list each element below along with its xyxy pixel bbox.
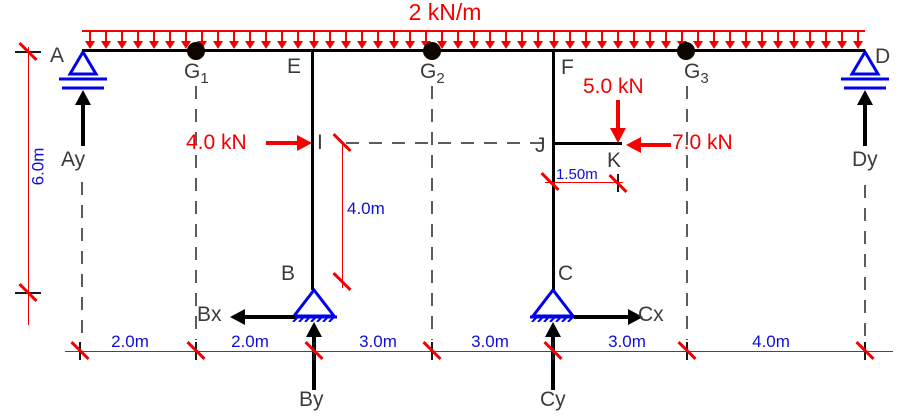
arrow-Cx-head — [628, 309, 643, 325]
pinned-support-C — [529, 288, 577, 322]
force-5kN-shaft — [616, 100, 620, 129]
construction-line-D — [864, 185, 866, 340]
force-4kN-head — [297, 135, 312, 151]
dim-label-span-3: 3.0m — [359, 332, 397, 351]
node-label-I: I — [317, 131, 323, 154]
arrow-Dy-head — [857, 90, 873, 105]
dim-tick — [15, 292, 41, 294]
dim-label-span-4: 3.0m — [471, 332, 509, 351]
arrow-Dy-shaft — [863, 104, 867, 146]
dim-tick — [15, 51, 41, 53]
arrow-Ay-head — [75, 90, 91, 105]
node-label-K: K — [607, 149, 622, 172]
roller-support-D — [841, 49, 889, 90]
node-label-E: E — [287, 55, 302, 78]
hinge-label-G2-base: G — [420, 60, 437, 83]
dim-tick — [195, 342, 197, 360]
hinge-label-G3-sub: 3 — [700, 70, 709, 88]
dim-label-span-6: 4.0m — [752, 332, 790, 351]
column-F-C — [552, 50, 555, 290]
node-label-J: J — [535, 134, 546, 157]
hinge-G3 — [677, 42, 695, 60]
hinge-label-G1-sub: 1 — [200, 70, 209, 88]
hinge-label-G2: G2 — [420, 61, 445, 90]
dim-tick — [552, 342, 554, 360]
dim-tick — [617, 174, 619, 192]
dim-label-J-K: 1.50m — [556, 166, 598, 183]
construction-line-G2 — [431, 86, 433, 340]
force-label-4kN: 4.0 kN — [186, 131, 247, 154]
force-label-7kN: 7.0 kN — [672, 131, 733, 154]
dim-line-I-B — [342, 143, 343, 288]
hinge-label-G3: G3 — [684, 61, 709, 90]
arrow-Cy-head — [545, 322, 561, 337]
pinned-support-B — [290, 288, 338, 322]
dim-tick — [686, 342, 688, 360]
force-4kN-shaft — [266, 141, 297, 145]
force-7kN-shaft — [640, 143, 671, 147]
construction-line-I-J — [346, 142, 544, 144]
dim-tick — [79, 342, 81, 360]
arrow-Ay-shaft — [81, 104, 85, 146]
construction-line-G3 — [686, 86, 688, 340]
dim-label-span-1: 2.0m — [111, 332, 149, 351]
node-label-F: F — [561, 56, 574, 79]
hinge-label-G3-base: G — [684, 60, 701, 83]
member-J-K — [553, 142, 622, 145]
hinge-label-G1-base: G — [184, 60, 201, 83]
hinge-G1 — [187, 42, 205, 60]
reaction-label-By: By — [299, 388, 324, 411]
force-label-5kN: 5.0 kN — [583, 75, 644, 98]
reaction-label-Dy: Dy — [852, 148, 878, 171]
reaction-label-Ay: Ay — [61, 148, 86, 171]
dim-label-span-5: 3.0m — [608, 332, 646, 351]
distributed-load-arrows — [82, 29, 865, 50]
arrow-By-shaft — [312, 336, 316, 390]
arrow-Cx-shaft — [574, 315, 628, 319]
construction-line-A — [81, 182, 83, 340]
force-5kN-head — [610, 128, 626, 143]
reaction-label-Cx: Cx — [638, 303, 664, 326]
node-label-D: D — [875, 45, 891, 68]
reaction-label-Bx: Bx — [197, 303, 222, 326]
hinge-label-G2-sub: 2 — [436, 70, 445, 88]
dim-tick — [864, 342, 866, 360]
load-intensity-label: 2 kN/m — [408, 0, 482, 25]
construction-line-G1 — [195, 86, 197, 340]
roller-support-A — [59, 49, 107, 90]
arrow-Bx-shaft — [243, 315, 295, 319]
node-label-B: B — [281, 262, 296, 285]
dim-label-left-height: 6.0m — [28, 147, 48, 186]
dim-tick — [313, 342, 315, 360]
beam-A-D — [82, 49, 865, 52]
dim-line-bottom — [65, 351, 893, 352]
arrow-Bx-head — [230, 309, 245, 325]
dim-line-J-K — [545, 182, 623, 183]
column-E-B — [311, 50, 314, 290]
dim-line-left-height — [28, 47, 29, 325]
force-7kN-head — [626, 137, 641, 153]
node-label-C: C — [558, 262, 574, 285]
reaction-label-Cy: Cy — [540, 388, 566, 411]
hinge-label-G1: G1 — [184, 61, 209, 90]
dim-label-I-B: 4.0m — [347, 199, 385, 218]
node-label-A: A — [50, 44, 65, 67]
dim-tick — [431, 342, 433, 360]
dim-label-span-2: 2.0m — [231, 332, 269, 351]
hinge-G2 — [423, 42, 441, 60]
arrow-By-head — [306, 322, 322, 337]
arrow-Cy-shaft — [551, 336, 555, 390]
